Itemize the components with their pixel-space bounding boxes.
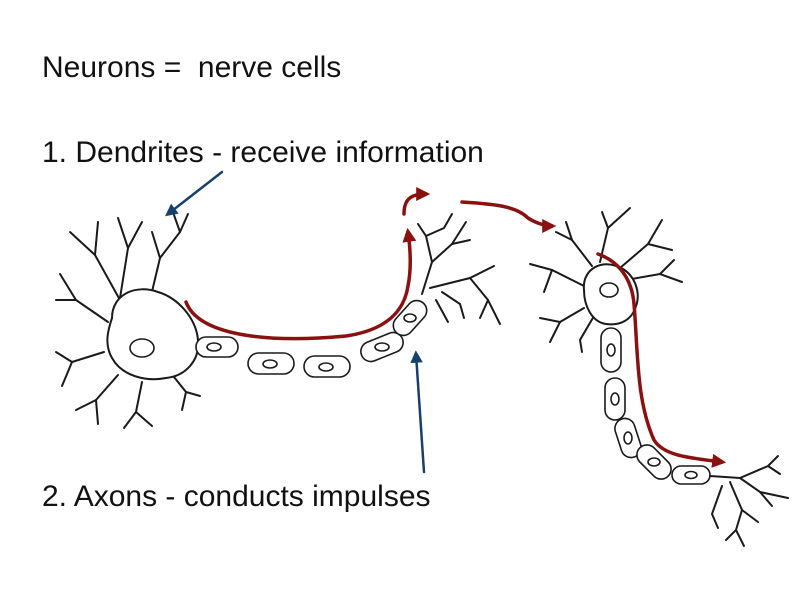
neuron-left [55, 213, 501, 429]
neuron-right-dendrites [529, 207, 683, 353]
impulse-arrow-axon [184, 227, 417, 341]
neuron-right [529, 207, 789, 547]
neuron-left-dendrites [55, 213, 201, 429]
neuron-left-soma [106, 288, 200, 381]
sheath-nucleus [610, 392, 620, 406]
axon-terminal-right [709, 455, 789, 547]
axons-label: 2. Axons - conducts impulses [42, 480, 431, 513]
impulse-arrow-next-axon [596, 252, 727, 468]
sheath-nucleus [623, 431, 633, 445]
impulse-arrow-gap-start [402, 187, 431, 216]
dendrites-pointer-arrow [165, 170, 224, 217]
sheath-nucleus [647, 457, 661, 467]
axons-pointer-arrow [410, 350, 426, 474]
sheath-nucleus [403, 313, 417, 323]
slide-title: Neurons = nerve cells [42, 51, 342, 84]
sheath-nucleus [374, 342, 390, 352]
axon-terminal-left [417, 213, 501, 325]
sheath-nucleus [318, 362, 334, 372]
dendrites-label: 1. Dendrites - receive information [42, 136, 484, 169]
impulse-arrow-synapse [460, 200, 557, 233]
sheath-nucleus [206, 342, 222, 352]
axon-myelin-sheaths [195, 299, 428, 378]
axon-right-myelin-sheaths [600, 327, 711, 485]
neuron-left-nucleus [129, 338, 155, 358]
sheath-nucleus [262, 359, 278, 369]
sheath-nucleus [606, 343, 616, 357]
sheath-nucleus [684, 470, 698, 480]
neuron-right-nucleus [599, 282, 619, 298]
